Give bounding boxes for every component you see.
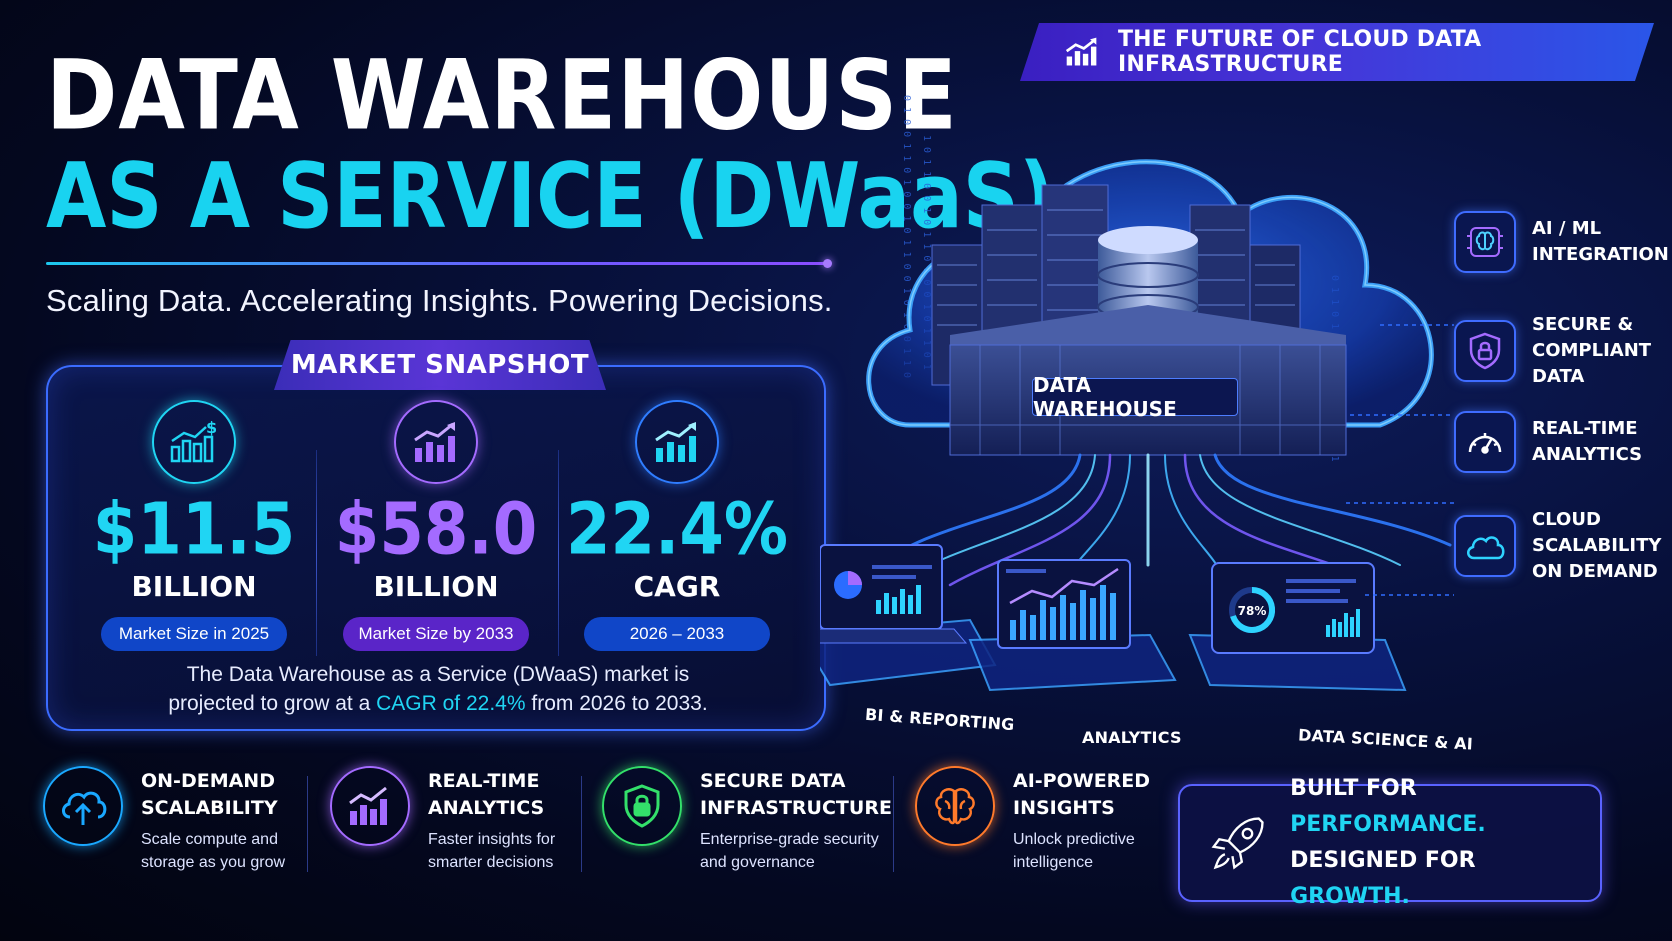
right-feature-label: SECURE & COMPLIANT DATA [1532, 314, 1652, 387]
bottom-feature-desc: Scale compute and storage as you grow [141, 831, 286, 871]
stat-market-2033: $58.0 BILLION Market Size by 2033 [320, 400, 552, 651]
cloud-upload-icon [43, 766, 123, 846]
stat-value: 22.4% [565, 488, 789, 572]
built-line2-prefix: DESIGNED FOR [1290, 848, 1476, 873]
bottom-feature-desc: Enterprise-grade security and governance [700, 831, 879, 871]
laptop-bi-reporting [820, 544, 968, 644]
stat-value: $58.0 [334, 488, 538, 572]
stat-caption: Market Size by 2033 [343, 617, 529, 651]
built-line2: DESIGNED FOR GROWTH. [1290, 843, 1600, 915]
tablet-data-science: 78% [1211, 562, 1375, 654]
stat-unit: BILLION [131, 570, 257, 603]
built-for-text: BUILT FOR PERFORMANCE. DESIGNED FOR GROW… [1290, 771, 1600, 915]
page-title-line2: AS A SERVICE (DWaaS) [46, 145, 1055, 249]
gauge-value: 78% [1238, 604, 1267, 618]
right-feature-label: CLOUD SCALABILITY ON DEMAND [1532, 509, 1662, 582]
bottom-feature-ai: AI-POWERED INSIGHTS Unlock predictive in… [915, 766, 1150, 874]
snapshot-description: The Data Warehouse as a Service (DWaaS) … [100, 660, 776, 718]
stat-cagr: 22.4% CAGR 2026 – 2033 [561, 400, 793, 651]
stat-unit: BILLION [373, 570, 499, 603]
snapshot-desc-line2: projected to grow at a CAGR of 22.4% fro… [100, 689, 776, 718]
bar-chart-icon [330, 766, 410, 846]
growth-chart-icon [635, 400, 719, 484]
bottom-feature-title: AI-POWERED INSIGHTS [1013, 770, 1151, 819]
built-line1: BUILT FOR PERFORMANCE. [1290, 771, 1600, 843]
right-feature-ai-ml: AI / ML INTEGRATION [1454, 211, 1669, 273]
stat-unit: CAGR [633, 570, 721, 603]
speedometer-icon [1454, 411, 1516, 473]
right-feature-label: AI / ML INTEGRATION [1532, 218, 1669, 265]
stat-market-2025: $ $11.5 BILLION Market Size in 2025 [78, 400, 310, 651]
page-title-line1: DATA WAREHOUSE [46, 40, 958, 153]
stat-divider [316, 450, 317, 656]
desc-prefix: projected to grow at a [168, 692, 377, 715]
right-feature-secure: SECURE & COMPLIANT DATA [1454, 312, 1664, 390]
svg-text:0 1 0 0 1 1 0 1 0 0 1 0 1 1 0: 0 1 0 0 1 1 0 1 0 0 1 0 1 1 0 0 1 0 1 0 … [901, 95, 912, 378]
built-line2-highlight: GROWTH. [1290, 884, 1410, 909]
bottom-feature-desc: Faster insights for smarter decisions [428, 831, 556, 871]
device-label-analytics: ANALYTICS [1082, 728, 1182, 747]
bottom-feature-security: SECURE DATA INFRASTRUCTURE Enterprise-gr… [602, 766, 892, 874]
right-feature-cloud: CLOUD SCALABILITY ON DEMAND [1454, 507, 1664, 585]
bottom-feature-desc: Unlock predictive intelligence [1013, 831, 1135, 871]
shield-lock-icon [602, 766, 682, 846]
feature-connectors [1346, 324, 1454, 596]
cloud-warehouse-illustration: 0 1 0 0 1 1 0 1 0 0 1 0 1 1 0 0 1 0 1 0 … [820, 95, 1454, 692]
bottom-separator [893, 776, 894, 872]
title-divider [46, 259, 832, 268]
stat-caption: Market Size in 2025 [101, 617, 287, 651]
data-warehouse-label: DATA WAREHOUSE [1032, 373, 1238, 421]
svg-text:1 0 1 1 0 0 1 0 1 1 0 1 0 0 1: 1 0 1 1 0 0 1 0 1 1 0 1 0 0 1 0 1 1 0 1 [921, 135, 932, 370]
bottom-separator [581, 776, 582, 872]
bottom-separator [307, 776, 308, 872]
market-snapshot-tab: MARKET SNAPSHOT [274, 340, 606, 390]
stat-divider [558, 450, 559, 656]
desc-highlight: CAGR of 22.4% [376, 692, 526, 715]
monitor-analytics [997, 559, 1131, 649]
cloud-icon [1454, 515, 1516, 577]
bottom-feature-title: SECURE DATA INFRASTRUCTURE [700, 770, 892, 819]
tagline: Scaling Data. Accelerating Insights. Pow… [46, 283, 833, 318]
desc-suffix: from 2026 to 2033. [525, 692, 708, 715]
snapshot-desc-line1: The Data Warehouse as a Service (DWaaS) … [186, 663, 690, 686]
shield-lock-icon [1454, 320, 1516, 382]
bottom-feature-title: ON-DEMAND SCALABILITY [141, 770, 278, 819]
dollar-chart-icon: $ [152, 400, 236, 484]
built-line1-prefix: BUILT FOR [1290, 776, 1417, 801]
bottom-feature-title: REAL-TIME ANALYTICS [428, 770, 545, 819]
stat-value: $11.5 [92, 488, 296, 572]
right-feature-label: REAL-TIME ANALYTICS [1532, 418, 1643, 465]
growth-chart-icon [1065, 37, 1097, 66]
rocket-icon [1211, 817, 1264, 870]
growth-chart-icon [394, 400, 478, 484]
top-banner: THE FUTURE OF CLOUD DATA INFRASTRUCTURE [1020, 23, 1654, 81]
right-feature-realtime: REAL-TIME ANALYTICS [1454, 411, 1664, 473]
brain-chip-icon [1454, 211, 1516, 273]
brain-icon [915, 766, 995, 846]
stat-caption: 2026 – 2033 [584, 617, 770, 651]
svg-text:$: $ [206, 419, 217, 437]
banner-label: THE FUTURE OF CLOUD DATA INFRASTRUCTURE [1117, 27, 1482, 77]
built-for-performance-box: BUILT FOR PERFORMANCE. DESIGNED FOR GROW… [1178, 776, 1602, 909]
bottom-feature-scalability: ON-DEMAND SCALABILITY Scale compute and … [43, 766, 285, 874]
built-line1-highlight: PERFORMANCE. [1290, 812, 1486, 837]
bottom-feature-analytics: REAL-TIME ANALYTICS Faster insights for … [330, 766, 555, 874]
